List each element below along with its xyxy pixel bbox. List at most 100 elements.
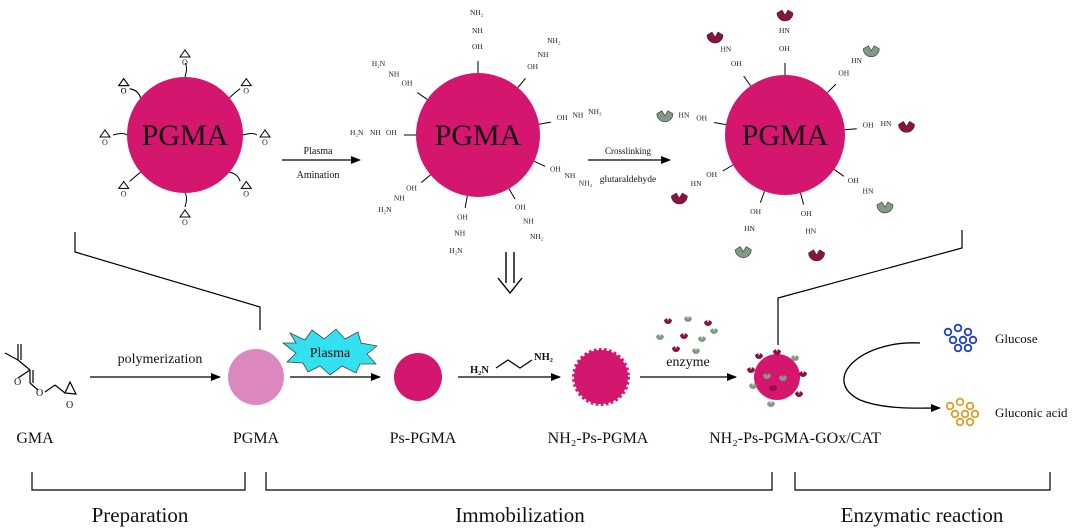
amine-linker	[508, 188, 516, 200]
oh-group: OH	[696, 113, 707, 122]
molecule-dot	[963, 327, 973, 337]
oh-group: OH	[848, 176, 859, 185]
oh-group: OH	[801, 209, 812, 218]
enzyme-dot	[656, 334, 664, 340]
step1-bottom-label: Amination	[297, 170, 340, 181]
connector-lines	[74, 230, 963, 345]
hn-group: HN	[851, 56, 862, 65]
epoxy-o: O	[121, 189, 127, 198]
stage-brackets	[31, 472, 1051, 491]
enzyme-dot	[680, 333, 688, 339]
nh2-group: H₂N	[350, 128, 364, 137]
molecule-dot	[943, 327, 953, 337]
nh-group: NH	[472, 26, 483, 35]
enzyme-shape	[862, 45, 880, 57]
nh2-group: H₂N	[372, 59, 386, 68]
stage-immobilization: Immobilization	[455, 503, 585, 527]
sphere-2-label: PGMA	[435, 119, 522, 152]
ps-pgma-sphere	[394, 353, 442, 401]
enzyme-dot	[710, 328, 718, 334]
oh-group: OH	[472, 42, 483, 51]
hn-group: HN	[720, 44, 731, 53]
nh2-ps-pgma-sphere	[572, 348, 630, 406]
nh-group: NH	[564, 171, 575, 180]
bound-enzyme	[791, 355, 799, 361]
epoxy-linker	[229, 171, 241, 182]
bound-enzyme	[795, 391, 803, 397]
nh-group: NH	[370, 128, 381, 137]
step2-top-label: Crosslinking	[605, 146, 652, 156]
final-sphere	[747, 349, 807, 407]
step-plasma-amination: Plasma Amination	[282, 146, 361, 181]
label-nh2-ps-pgma: NH₂-Ps-PGMA	[548, 430, 649, 447]
epoxy-ring	[117, 77, 130, 87]
pgma-sphere-small	[228, 349, 284, 405]
enzyme-dot	[704, 320, 712, 326]
oh-group: OH	[402, 79, 413, 88]
enzyme-dot	[672, 346, 680, 352]
epoxy-o: O	[243, 189, 249, 198]
epoxy-linker	[129, 88, 142, 98]
enzyme-linker	[759, 191, 765, 203]
bound-enzyme	[799, 371, 807, 377]
molecule-dot	[968, 335, 978, 345]
epoxy-linker	[229, 88, 241, 99]
nh2-group: NH₂	[530, 232, 544, 241]
step1-top-label: Plasma	[304, 146, 333, 157]
stage-enzymatic-reaction: Enzymatic reaction	[841, 503, 1004, 527]
gma-carbonyl-o: O	[14, 377, 21, 388]
oh-group: OH	[386, 128, 397, 137]
enzyme-linker	[844, 128, 857, 131]
molecule-dot	[945, 401, 955, 411]
glucose-icon	[943, 323, 978, 353]
molecule-dot	[963, 343, 973, 353]
nh-group: NH	[388, 69, 399, 78]
label-final: NH₂-Ps-PGMA-GOx/CAT	[709, 430, 881, 447]
hn-group: HN	[744, 224, 755, 233]
enzyme-label: enzyme	[666, 355, 710, 370]
epoxy-ring	[99, 129, 111, 138]
reaction-arrow	[843, 342, 941, 413]
amine-linker	[533, 160, 546, 167]
epoxy-linker	[184, 192, 187, 208]
pgma-sphere-2	[416, 73, 540, 197]
label-gma: GMA	[16, 430, 54, 447]
oh-group: OH	[731, 59, 742, 68]
molecule-dot	[948, 335, 958, 345]
label-pgma: PGMA	[233, 430, 280, 447]
step2-bottom-label: glutaraldehyde	[600, 175, 656, 185]
molecule-dot	[965, 417, 975, 427]
epoxy-o: O	[102, 138, 108, 147]
nh2-group: NH₂	[588, 107, 602, 116]
final-sphere-enzymes	[747, 349, 807, 407]
oh-group: OH	[750, 207, 761, 216]
hn-group: HN	[881, 119, 892, 128]
enzyme-linker	[743, 75, 751, 87]
epoxy-ring	[117, 77, 130, 87]
gma-structure	[4, 344, 78, 395]
enzyme-linker	[833, 169, 845, 177]
epoxy-o: O	[182, 58, 188, 67]
epoxy-o: O	[243, 87, 249, 96]
nh-group: NH	[538, 50, 549, 59]
molecule-dot	[950, 409, 960, 419]
pgma-sphere-1	[127, 77, 243, 193]
enzyme-dot	[684, 316, 692, 322]
amine-linker	[420, 174, 431, 183]
enzyme-shape	[656, 110, 674, 123]
enzyme-shape	[671, 192, 688, 205]
gma-epoxy-o: O	[66, 400, 73, 411]
molecule-dot	[955, 397, 965, 407]
amine-linker	[464, 195, 468, 208]
enzyme-shape	[808, 249, 825, 262]
nh-group: NH	[454, 228, 465, 237]
epoxy-linker	[184, 62, 187, 78]
epoxy-linker	[112, 133, 128, 136]
epoxy-o: O	[121, 87, 127, 96]
bound-enzyme	[773, 349, 781, 355]
hn-group: HN	[679, 110, 690, 119]
pgma-sphere-3	[725, 75, 845, 195]
